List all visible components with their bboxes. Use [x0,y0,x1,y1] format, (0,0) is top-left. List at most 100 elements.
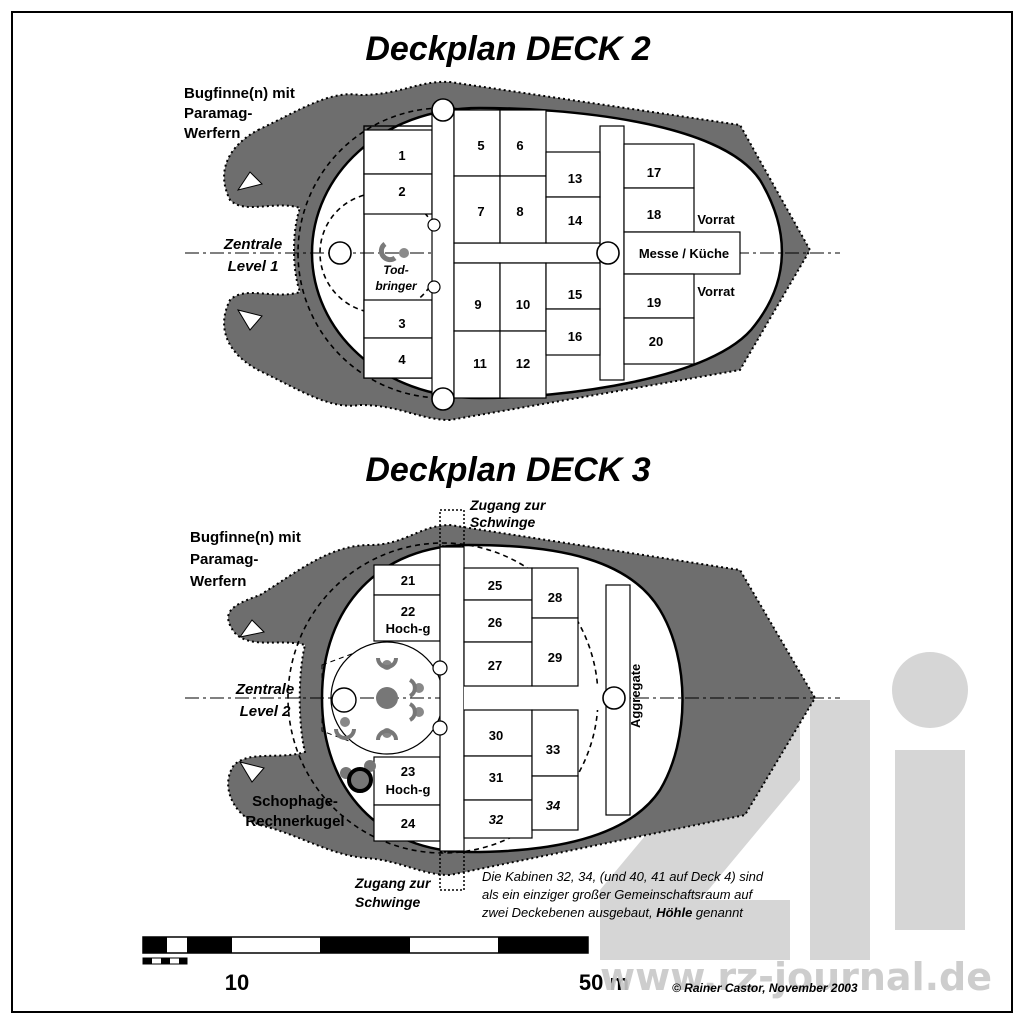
deck3-cabin-23-hochg-label: Hoch-g [386,782,431,797]
deck2-cabin-2 [363,173,433,215]
deck3-cabin-34 [531,775,579,831]
deck2-todbringer-label-2: bringer [375,279,418,293]
watermark-url: www.rz-journal.de [600,955,992,999]
deck3-cabin-30-label: 30 [489,728,503,743]
deck3-seat-icon-5 [340,717,350,727]
scale-label-50m: 50 m [579,970,629,995]
note-line-3-a: zwei Deckebenen ausgebaut, [481,905,656,920]
deck3-cabin-31-label: 31 [489,770,503,785]
deck3-hatch-top [432,660,448,676]
deck2-title: Deckplan DECK 2 [365,30,650,68]
deck2-cabin-10-label: 10 [516,297,530,312]
deck3-fin-launcher-bottom [238,761,265,783]
deck3-cabin-29-label: 29 [548,650,562,665]
note-line-1: Die Kabinen 32, 34, (und 40, 41 auf Deck… [482,869,764,884]
deck3-seat-arc-icon-3 [408,702,417,722]
deck2-cabin-17-label: 17 [647,165,661,180]
deck3-cabin-24-label: 24 [401,816,416,831]
deck3-access-top-label-2: Schwinge [470,514,536,530]
deck3-cabin-21-label: 21 [401,573,415,588]
scale-bar [142,936,589,965]
deck3-bow-fin-label-3: Werfern [190,573,246,590]
deck2-central-label-2: Level 1 [228,258,279,275]
deck2-cabin-14-label: 14 [568,213,583,228]
deck2-corridor-vertical [431,107,455,399]
deck2-vorrat-bottom-label: Vorrat [697,284,735,299]
deck3-central-console-icon [376,687,398,709]
deck2-cabin-12 [499,330,547,399]
deck2-cabin-15-label: 15 [568,287,582,302]
deck3-corridor-horizontal [464,686,606,710]
deck3-computer-label-1: Schophage- [252,793,338,810]
deck3-cabin-32-label: 32 [489,812,504,827]
deck2-cabin-12-label: 12 [516,356,530,371]
deck2-cabin-8-label: 8 [516,204,523,219]
deck2-cabin-19-label: 19 [647,295,661,310]
deck3-seat-arc-icon-5 [334,728,356,740]
deck2-corridor-horizontal [453,242,601,264]
deck2-cabin-14 [545,196,601,244]
deck3-cabin-29 [531,617,579,687]
deck3-seat-arc-icon-1 [376,657,398,669]
deck3-cabin-21 [373,564,441,596]
deck2-cabin-7 [453,175,501,244]
deck2-cabin-7-label: 7 [477,204,484,219]
deck2-cabin-18-label: 18 [647,207,661,222]
deck2-cabin-3 [363,299,433,339]
deck2-cabin-11-label: 11 [473,356,487,371]
deck3-fin-launcher-top [238,619,266,638]
deck3-cabin-33 [531,709,579,777]
deck2-fin-launcher-top [236,171,263,191]
deck2-bow-fin-label-1: Bugfinne(n) mit [184,85,295,102]
deck3-central-label-1: Zentrale [235,681,294,698]
deck2-messe-kueche-label: Messe / Küche [639,246,729,261]
deck3-computer-sphere-icon [347,767,373,793]
deck2-vorrat-top-label: Vorrat [697,212,735,227]
deck3-cabin-31 [463,755,533,801]
deck3-cabin-23-label: 23 [401,764,415,779]
deck3-bow-fin-label-2: Paramag- [190,551,258,568]
copyright-label: © Rainer Castor, November 2003 [672,981,858,995]
note-line-2: als ein einziger großer Gemeinschaftsrau… [482,887,754,902]
deck2-cabin-15 [545,262,601,310]
deck3-cabin-22-hochg-label: Hoch-g [386,621,431,636]
deck2-todbringer-icon [378,241,397,263]
deck3-cabin-25-label: 25 [488,578,502,593]
deck3-cabin-26-label: 26 [488,615,502,630]
deck3-corridor-vertical [439,546,465,852]
deck3-seat-arc-icon-2 [408,678,417,698]
deck2-cabin-10 [499,262,547,332]
deck3-title: Deckplan DECK 3 [365,451,650,489]
deck3-access-top-box [439,509,465,547]
deck3-cabin-27-label: 27 [488,658,502,673]
deck3-lift-central [331,687,357,713]
deck3-computer-node-icon-2 [364,760,376,772]
deck3-cabin-32 [463,799,533,839]
deck2-cabin-13-label: 13 [568,171,582,186]
deck2-cabin-13 [545,151,601,198]
deck2-lift-top [431,98,455,122]
deck3-central-label-2: Level 2 [240,703,292,720]
deck3-cabin-22-label: 22 [401,604,415,619]
deck2-cabin-4-label: 4 [398,352,406,367]
note-line-3-b: genannt [692,905,744,920]
deck2-cabin-5-label: 5 [477,138,484,153]
deck2-cabin-5 [453,109,501,177]
deck2-cabin-9 [453,262,501,332]
deck2-central-label-1: Zentrale [223,236,282,253]
deck3-aggregate-label: Aggregate [628,664,643,728]
deck3-computer-label-2: Rechnerkugel [245,813,344,830]
deck2-fin-launcher-bottom [236,309,263,331]
deck2-cabin-16-label: 16 [568,329,582,344]
deck2-cabin-17 [623,143,695,189]
deck2-todbringer-core-icon [399,248,409,258]
deck3-cabin-28 [531,567,579,619]
deck2-lift-bottom [431,387,455,411]
deck3-access-bottom-label-2: Schwinge [355,894,421,910]
deck2-cabin-2-label: 2 [398,184,405,199]
deck2-bow-fin-label-2: Paramag- [184,105,252,122]
deck2-cabin-18 [623,187,695,233]
deck3-access-bottom-label-1: Zugang zur [354,875,432,891]
note-line-3-bold: Höhle [656,905,692,920]
